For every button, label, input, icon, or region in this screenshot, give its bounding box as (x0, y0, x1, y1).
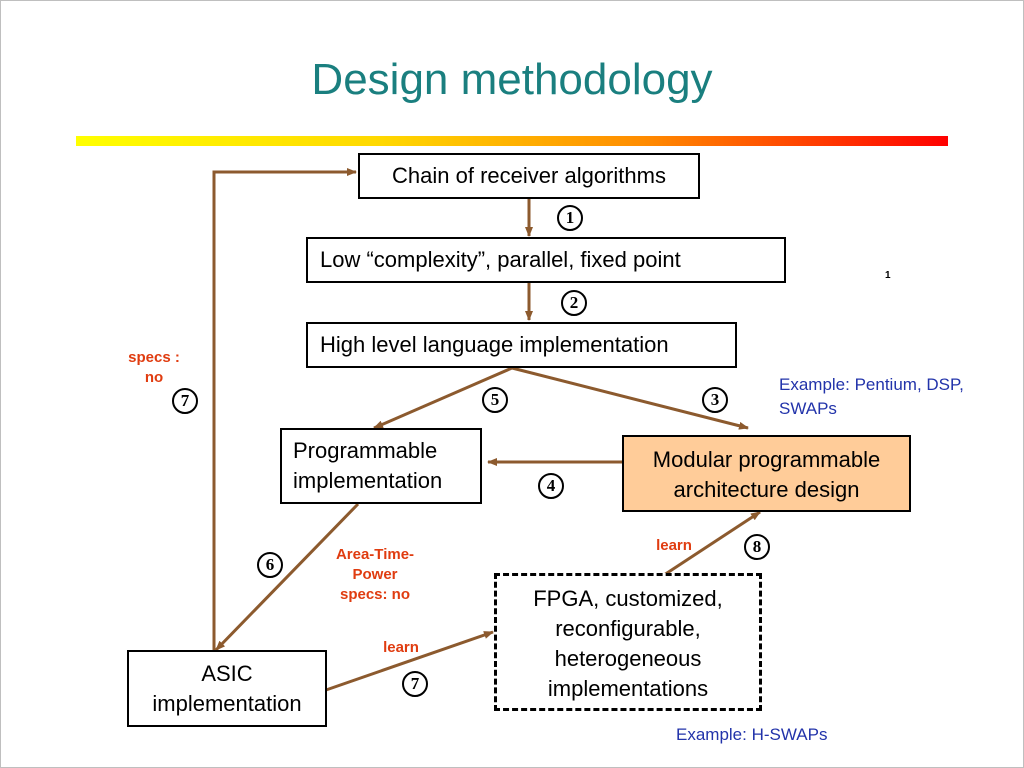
arrow-fpga-to-modular (663, 510, 761, 577)
arrow-high-to-modular (511, 366, 749, 430)
step-7-left-badge: 7 (172, 388, 198, 414)
area-time-power-label: Area-Time- Power specs: no (314, 545, 436, 605)
fpga-box-line-4: implementations (547, 676, 709, 701)
asic-implementation-box: ASIC implementation (127, 650, 327, 727)
title-gradient-rule (76, 136, 948, 146)
step-4-badge: 4 (538, 473, 564, 499)
asic-box-line-1: ASIC (201, 661, 253, 686)
modular-programmable-architecture-box: Modular programmable architecture design (622, 435, 911, 512)
step-1-badge: 1 (557, 205, 583, 231)
programmable-box-line-1: Programmable (293, 438, 438, 463)
asic-box-line-2: implementation (152, 691, 302, 716)
step-6-badge: 6 (257, 552, 283, 578)
step-5-badge: 5 (482, 387, 508, 413)
low-complexity-box-label: Low “complexity”, parallel, fixed point (320, 247, 681, 272)
modular-box-line-2: architecture design (673, 477, 860, 502)
arrow-asic-to-chain (212, 168, 357, 650)
example-hswaps-label: Example: H-SWAPs (676, 725, 828, 744)
fpga-box-line-2: reconfigurable, (555, 616, 701, 641)
arrow-high-to-programmable (373, 366, 513, 430)
programmable-implementation-box: Programmable implementation (280, 428, 482, 504)
learn-top-label: learn (656, 537, 692, 554)
specs-label-line-2: no (144, 369, 164, 386)
chain-box-label: Chain of receiver algorithms (392, 163, 666, 188)
example-pentium-line-2: SWAPs (779, 399, 837, 418)
atp-label-line-2: Power (352, 566, 398, 583)
specs-label-line-1: specs : (128, 349, 180, 366)
atp-label-line-1: Area-Time- (335, 546, 415, 563)
high-level-box-label: High level language implementation (320, 332, 669, 357)
low-complexity-box: Low “complexity”, parallel, fixed point (306, 237, 786, 283)
specs-no-label: specs : no (112, 348, 196, 388)
fpga-box-line-1: FPGA, customized, (533, 586, 723, 611)
fpga-box-line-3: heterogeneous (554, 646, 702, 671)
step-3-badge: 3 (702, 387, 728, 413)
slide-title: Design methodology (311, 55, 713, 104)
example-pentium-line-1: Example: Pentium, DSP, (779, 375, 964, 394)
high-level-language-box: High level language implementation (306, 322, 737, 368)
footnote-marker: 1 (885, 270, 891, 281)
fpga-implementations-box: FPGA, customized, reconfigurable, hetero… (494, 573, 762, 711)
example-pentium-label: Example: Pentium, DSP, SWAPs (779, 373, 964, 421)
arrow-programmable-to-asic (214, 502, 360, 652)
atp-label-line-3: specs: no (339, 586, 411, 603)
step-8-badge: 8 (744, 534, 770, 560)
modular-box-line-1: Modular programmable (652, 447, 881, 472)
chain-of-receiver-algorithms-box: Chain of receiver algorithms (358, 153, 700, 199)
step-7-bottom-badge: 7 (402, 671, 428, 697)
arrow-asic-to-fpga (325, 630, 494, 692)
learn-bottom-label: learn (383, 639, 419, 656)
step-2-badge: 2 (561, 290, 587, 316)
programmable-box-line-2: implementation (293, 468, 443, 493)
